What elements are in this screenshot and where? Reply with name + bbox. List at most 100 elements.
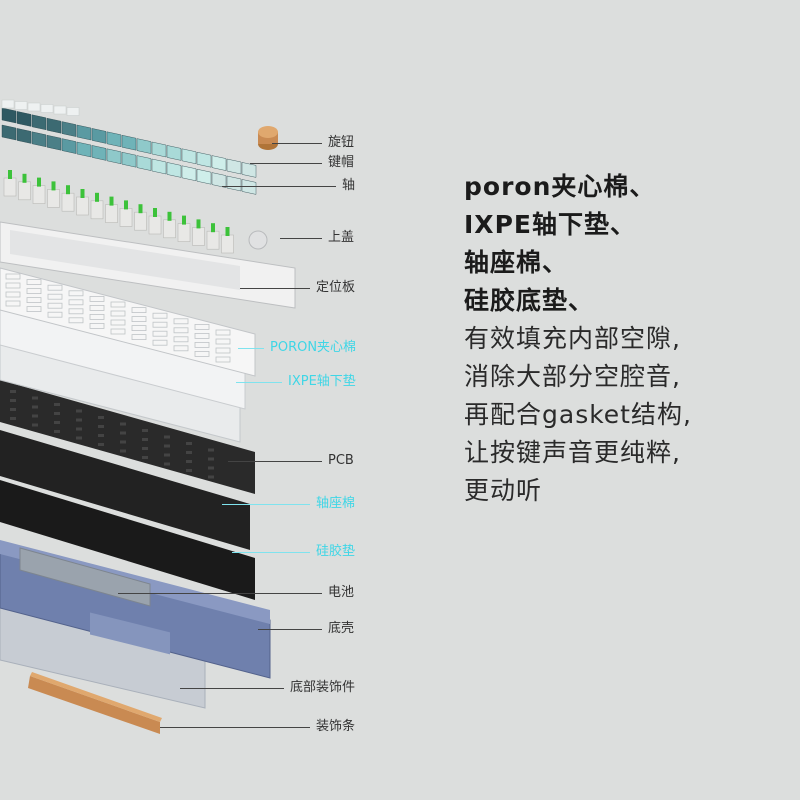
- pcb-pad: [208, 457, 214, 461]
- callout-label-top-cover: 上盖: [328, 230, 355, 245]
- plate-cutout: [131, 334, 147, 341]
- pcb-pad: [10, 390, 16, 393]
- pcb-pad: [120, 449, 126, 453]
- keycap: [136, 155, 152, 171]
- pcb-pad: [120, 422, 126, 426]
- plate-cutout: [194, 332, 210, 339]
- pcb-pad: [76, 427, 82, 431]
- plate-cutout: [26, 306, 42, 313]
- callout-line-keycaps: [250, 163, 322, 164]
- battery-shape: [19, 547, 151, 607]
- switch-body: [221, 234, 234, 254]
- plate-cutout: [5, 282, 21, 289]
- pcb-pad: [76, 436, 82, 440]
- plate-cutout: [152, 339, 168, 346]
- desc-bold-line: poron夹心棉、: [464, 172, 656, 201]
- pcb-pad: [32, 405, 38, 409]
- keycap: [211, 172, 227, 188]
- keycap: [151, 158, 167, 175]
- desc-body-line: 更动听: [464, 476, 543, 505]
- pcb-shape: [0, 380, 255, 494]
- callout-line-bottom-case: [258, 629, 322, 630]
- switch-body: [119, 208, 133, 227]
- keycap: [91, 145, 107, 161]
- keycap: [166, 145, 182, 161]
- plate-cutout: [68, 299, 84, 306]
- plate-cutout: [131, 307, 147, 314]
- callout-label-switch-foam: 轴座棉: [316, 496, 356, 511]
- plate-cutout: [5, 273, 21, 280]
- keycap: [91, 128, 107, 144]
- pcb-pad: [32, 423, 38, 427]
- plate-cutout: [26, 279, 42, 286]
- callout-label-poron-foam: PORON夹心棉: [270, 340, 357, 355]
- switch-stem: [182, 215, 186, 225]
- callout-line-switch-foam: [222, 504, 310, 505]
- switch-body: [3, 177, 17, 197]
- keycap: [226, 158, 242, 175]
- plate-cutout: [68, 308, 84, 315]
- silicone-pad-shape: [0, 480, 255, 600]
- switch-body: [206, 230, 220, 250]
- callout-label-deco-strip: 装饰条: [316, 719, 356, 734]
- desc-body-line: 有效填充内部空隙,: [464, 324, 681, 353]
- knob-top: [258, 126, 278, 138]
- description-text: poron夹心棉、 IXPE轴下垫、 轴座棉、 硅胶底垫、 有效填充内部空隙, …: [464, 168, 784, 510]
- keycap: [16, 128, 32, 144]
- callout-line-plate: [240, 288, 310, 289]
- switch-stem: [109, 196, 114, 206]
- plate-cutout: [5, 291, 21, 298]
- switch-body: [148, 215, 162, 235]
- callout-label-silicone-pad: 硅胶垫: [316, 544, 356, 559]
- plate-cutout: [152, 312, 168, 319]
- pcb-pad: [208, 466, 214, 470]
- desc-body-line: 让按键声音更纯粹,: [464, 438, 681, 467]
- keycap: [1, 107, 17, 124]
- plate-cutout: [110, 328, 126, 335]
- pcb-pad: [120, 431, 126, 435]
- plate-cutout: [26, 297, 42, 304]
- desc-bold-line: 轴座棉、: [464, 248, 569, 277]
- callout-line-pcb: [228, 461, 322, 462]
- switch-stem: [196, 219, 201, 229]
- pcb-pad: [54, 412, 60, 415]
- keycap: [106, 148, 122, 165]
- switch-stem: [138, 204, 143, 214]
- switch-foam-shape: [0, 430, 250, 550]
- pcb-pad: [54, 421, 60, 424]
- callout-line-poron-foam: [238, 348, 264, 349]
- switch-stem: [225, 227, 230, 236]
- pcb-pad: [186, 451, 192, 454]
- plate-cutout: [152, 321, 168, 328]
- pcb-pad: [76, 409, 82, 413]
- keycap: [211, 155, 227, 171]
- callout-label-ixpe-pad: IXPE轴下垫: [288, 374, 356, 389]
- callout-line-silicone-pad: [232, 552, 310, 553]
- pcb-pad: [120, 440, 126, 444]
- keycap: [106, 131, 122, 148]
- plate-cutout: [47, 302, 63, 309]
- callout-label-battery: 电池: [328, 585, 355, 600]
- keycap-light: [40, 104, 54, 113]
- switch-stem: [153, 208, 157, 217]
- keycap-light: [1, 99, 15, 109]
- switch-stem: [211, 223, 215, 233]
- switch-body: [177, 223, 191, 242]
- callout-label-keycaps: 键帽: [328, 155, 355, 170]
- pcb-pad: [54, 403, 60, 406]
- plate-cutout: [131, 316, 147, 323]
- plate-cutout: [68, 290, 84, 297]
- switch-stem: [51, 181, 56, 191]
- plate-cutout: [215, 356, 231, 363]
- keycap: [196, 168, 212, 185]
- decorative-strip-highlight: [30, 672, 162, 722]
- pcb-pad: [32, 396, 38, 400]
- callout-line-battery: [118, 593, 322, 594]
- plate-cutout: [173, 327, 189, 334]
- plate-cutout: [152, 330, 168, 337]
- keycap: [46, 117, 62, 134]
- keycap: [1, 124, 17, 141]
- top-cover-opening: [10, 230, 240, 290]
- callout-line-deco-strip: [160, 727, 310, 728]
- pcb-pad: [32, 414, 38, 418]
